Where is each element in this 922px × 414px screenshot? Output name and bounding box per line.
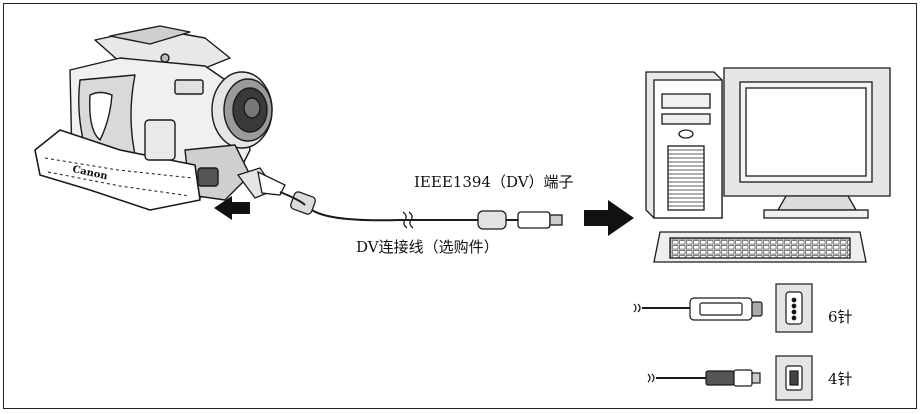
six-pin-connector-illustration (633, 283, 813, 333)
ieee1394-port-label: IEEE1394（DV）端子 (414, 173, 574, 191)
to-pc-arrow-icon (584, 200, 634, 236)
four-pin-label: 4针 (828, 370, 853, 388)
four-pin-connector-illustration (647, 355, 813, 401)
six-pin-label: 6针 (828, 308, 853, 326)
dv-cable-illustration (236, 167, 563, 230)
insert-arrow-icon (214, 196, 250, 220)
computer-illustration (645, 67, 891, 263)
camcorder-illustration (34, 25, 273, 211)
dv-cable-label: DV连接线（选购件） (356, 238, 499, 256)
